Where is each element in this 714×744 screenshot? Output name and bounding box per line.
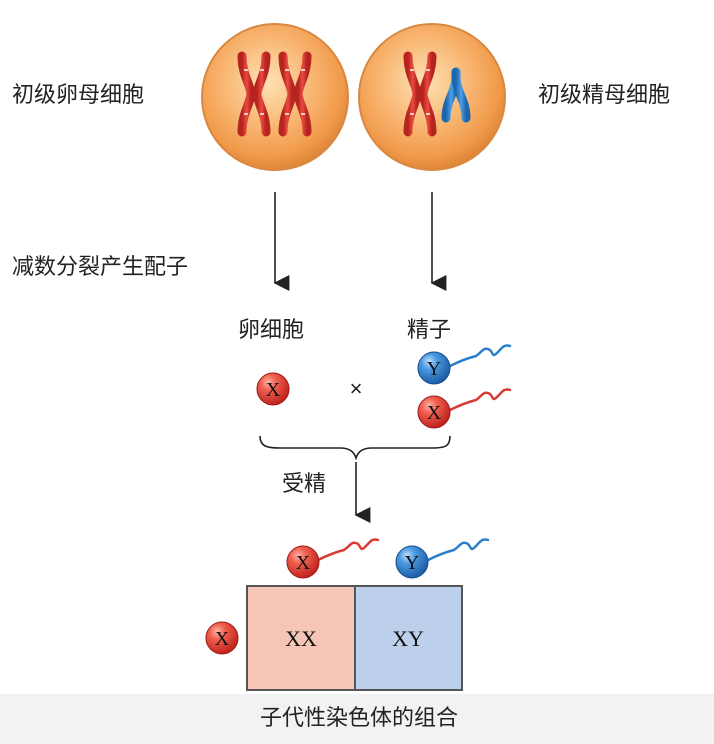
svg-text:X: X bbox=[215, 628, 230, 650]
svg-text:X: X bbox=[296, 552, 311, 574]
svg-text:Y: Y bbox=[405, 552, 419, 574]
caption-band bbox=[0, 694, 714, 744]
punnett-header-egg-x: X bbox=[205, 621, 239, 655]
svg-text:Y: Y bbox=[427, 358, 441, 380]
punnett-cell-xy-label: XY bbox=[392, 626, 424, 651]
punnett-cell-xx-label: XX bbox=[285, 626, 317, 651]
meiosis-label: 减数分裂产生配子 bbox=[12, 255, 189, 280]
primary-spermatocyte-label: 初级精母细胞 bbox=[538, 83, 671, 108]
punnett-cell-xy bbox=[354, 585, 463, 691]
cross-symbol: × bbox=[350, 376, 363, 401]
fertilization-label: 受精 bbox=[282, 472, 327, 497]
primary-oocyte-label: 初级卵母细胞 bbox=[12, 83, 145, 108]
sperm-y-gamete: Y bbox=[417, 344, 512, 385]
svg-text:X: X bbox=[266, 379, 281, 401]
egg-x-gamete: X bbox=[256, 372, 290, 406]
svg-text:X: X bbox=[427, 402, 442, 424]
caption: 子代性染色体的组合 bbox=[260, 706, 459, 731]
punnett-cell-xx bbox=[246, 585, 356, 691]
primary-spermatocyte-cell bbox=[358, 23, 506, 171]
primary-oocyte-cell bbox=[201, 23, 349, 171]
punnett-header-sperm-x: X bbox=[286, 538, 380, 579]
punnett-header-sperm-y: Y bbox=[395, 538, 490, 579]
sperm-x-gamete: X bbox=[417, 388, 512, 429]
egg-label: 卵细胞 bbox=[238, 318, 305, 343]
sperm-label: 精子 bbox=[407, 318, 452, 343]
y-chromosome bbox=[441, 67, 471, 123]
combine-brace bbox=[259, 435, 451, 461]
